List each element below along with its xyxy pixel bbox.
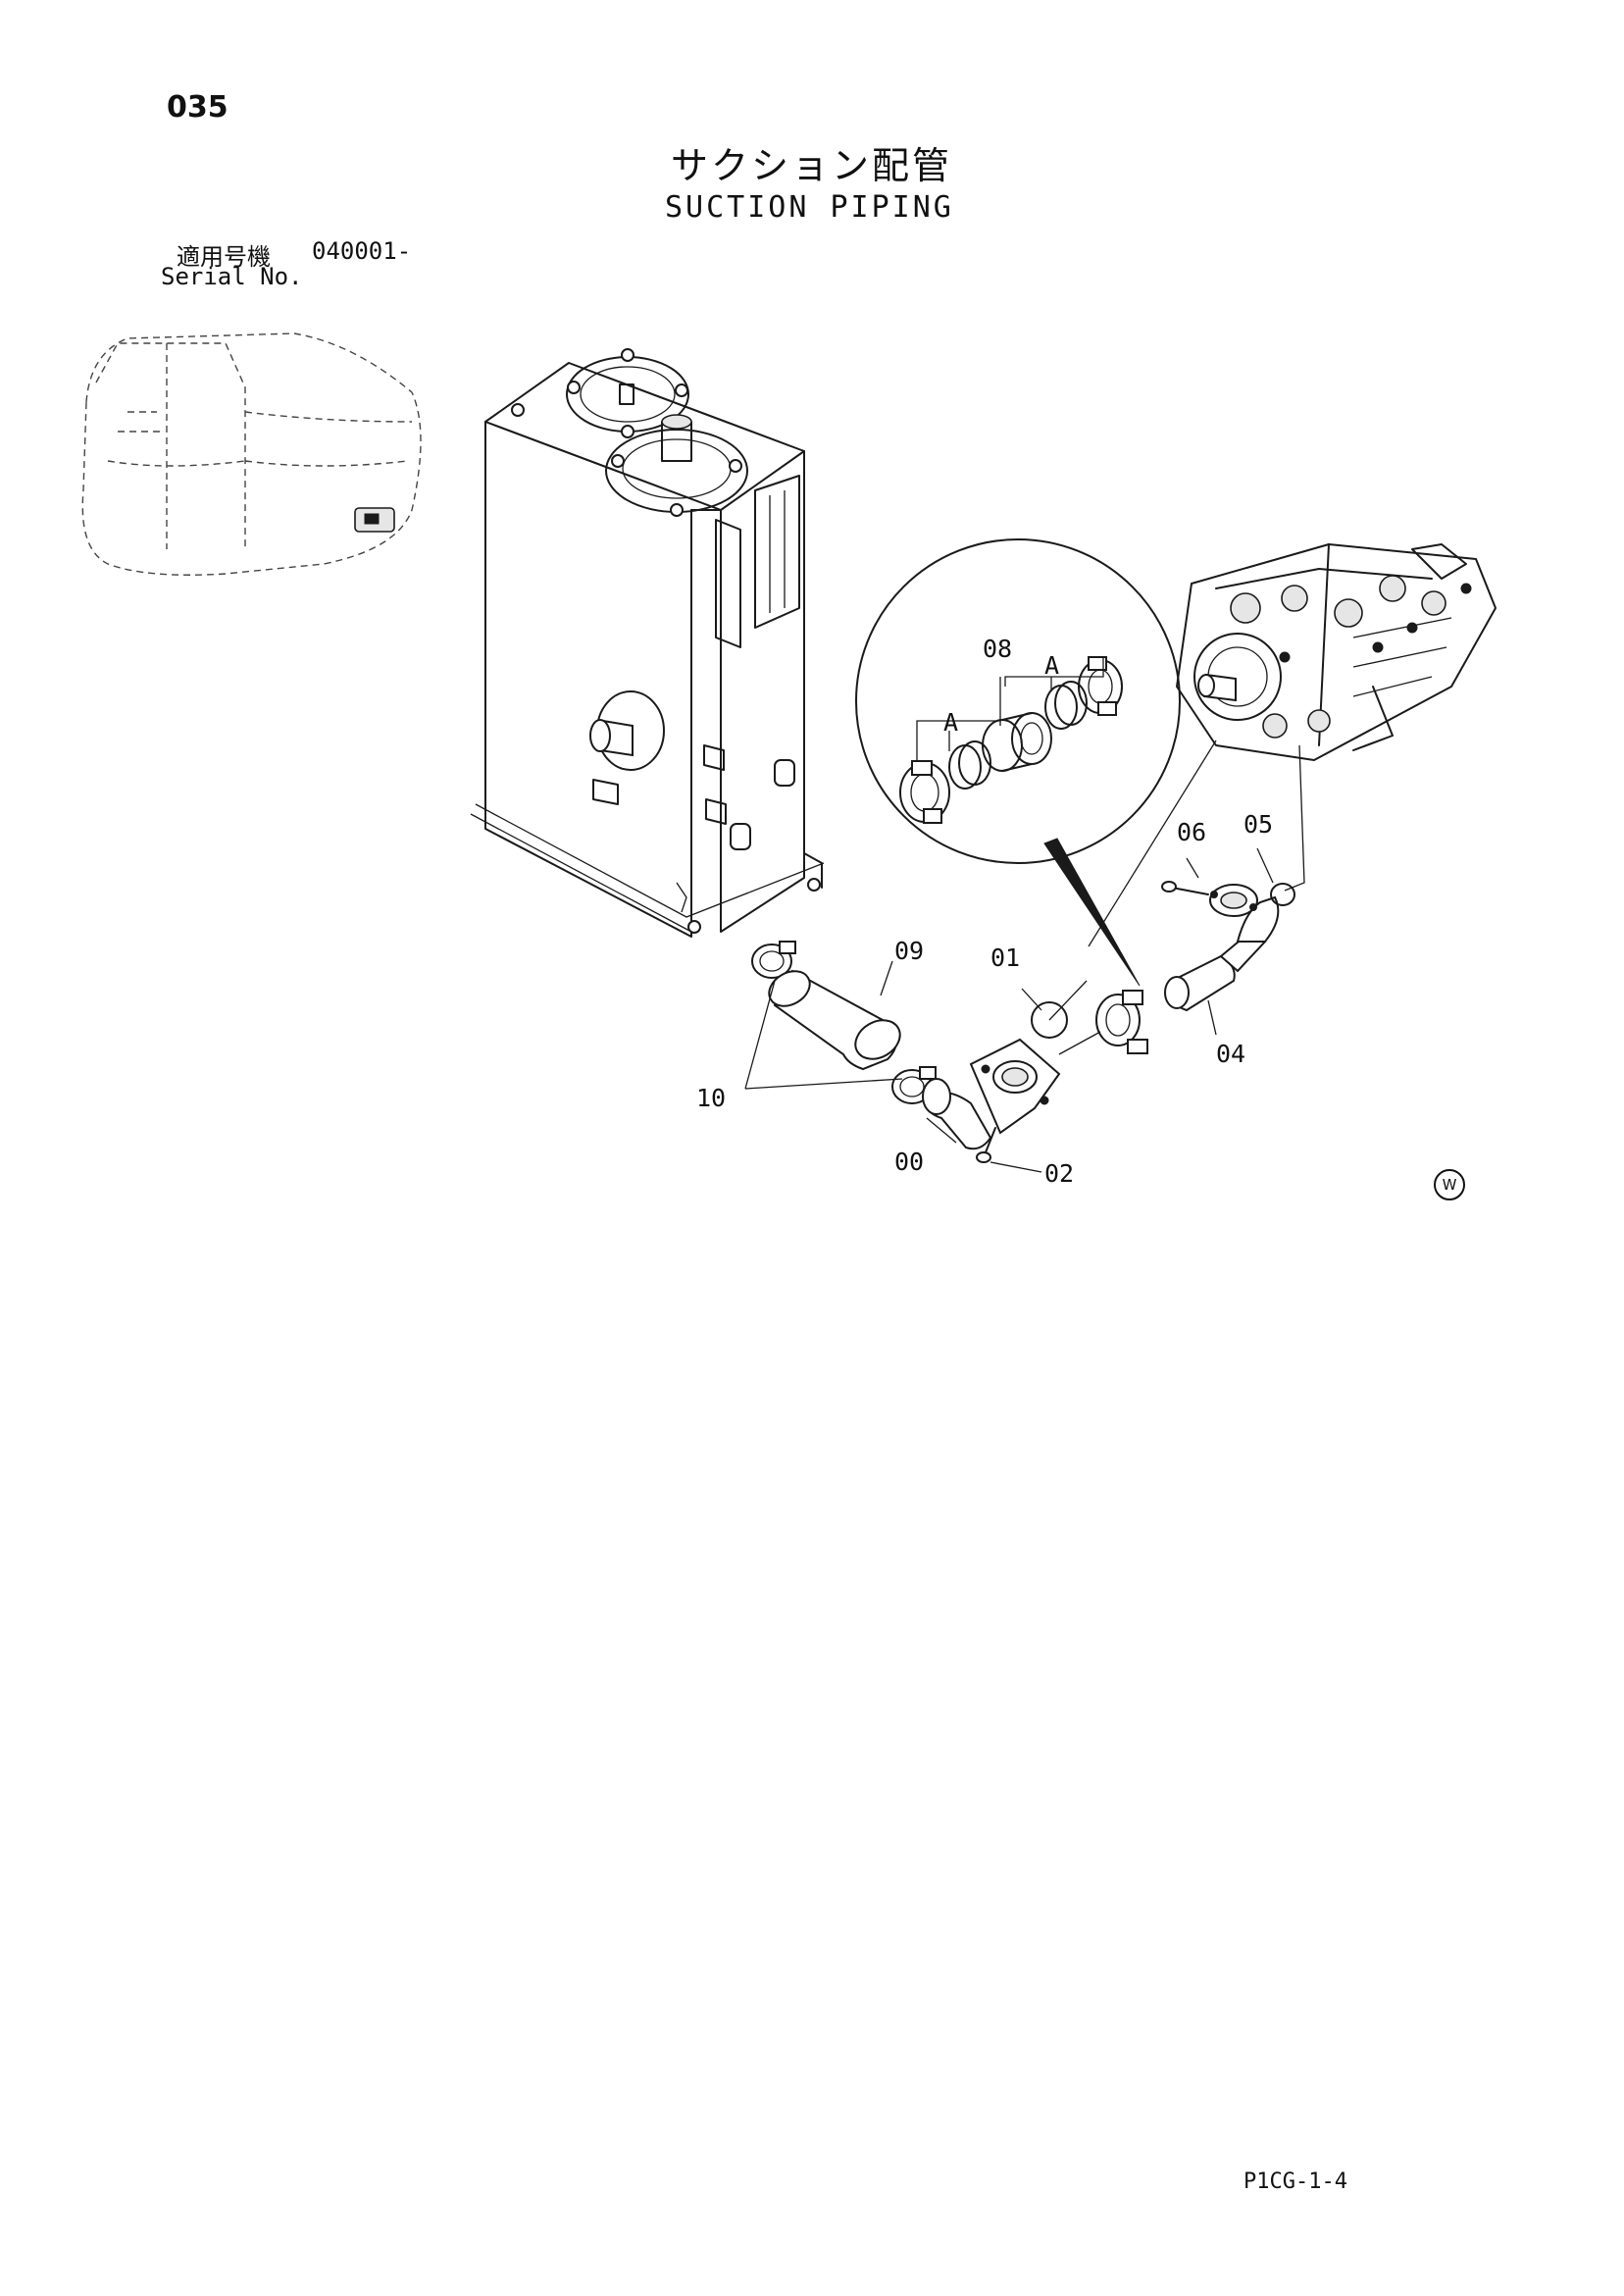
detail-label-a-left: A (943, 708, 959, 737)
serial-range: 040001- (312, 237, 412, 265)
serial-label-japanese: 適用号機 (177, 243, 271, 271)
pipe-assembly (751, 740, 1295, 1173)
footer-code: P1CG-1-4 (1243, 2169, 1347, 2194)
detail-label-a-right: A (1044, 651, 1060, 680)
title-english: SUCTION PIPING (665, 190, 954, 225)
callout-10: 10 (696, 1084, 727, 1112)
title-japanese: サクション配管 (671, 144, 953, 187)
page-number: 035 (167, 90, 228, 125)
callout-02: 02 (1044, 1159, 1075, 1188)
callout-06: 06 (1177, 818, 1207, 846)
detail-view (855, 538, 1181, 987)
hydraulic-pump-icon (1176, 543, 1497, 761)
serial-label-english: Serial No. (161, 263, 303, 290)
callout-09: 09 (894, 937, 925, 965)
excavator-icon (81, 332, 422, 576)
hydraulic-tank-icon (470, 348, 825, 938)
callout-08: 08 (983, 635, 1013, 663)
watermark-mark: W (1434, 1169, 1465, 1200)
elbow-fitting-icon (922, 1038, 1061, 1150)
hose-clamp-icon (751, 941, 937, 1104)
callout-01: 01 (990, 944, 1021, 972)
callout-00: 00 (894, 1148, 925, 1176)
callout-04: 04 (1216, 1040, 1246, 1068)
callout-05: 05 (1243, 810, 1274, 839)
